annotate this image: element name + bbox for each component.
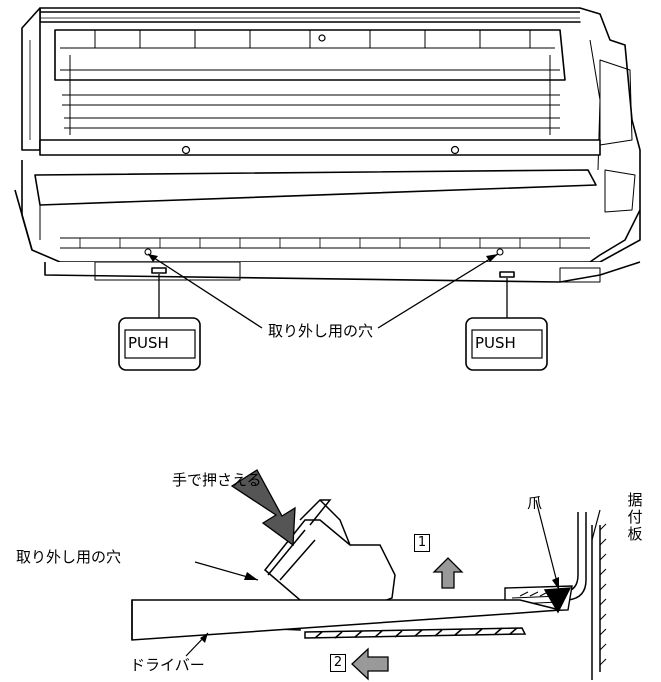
removal-hole-label-top: 取り外し用の穴 xyxy=(268,322,374,340)
removal-hole-label-bottom: 取り外し用の穴 xyxy=(16,548,122,566)
plate-char-1: 据 xyxy=(627,491,643,509)
air-conditioner-unit xyxy=(14,7,641,283)
bottom-frame xyxy=(304,627,527,639)
wall-hatch xyxy=(599,523,607,666)
top-leader-lines xyxy=(147,253,508,329)
claw-label: 爪 xyxy=(527,494,543,512)
mounting-plate-label: 据 付 板 xyxy=(627,492,643,543)
top-arrowheads xyxy=(148,254,498,262)
push-label-left: PUSH xyxy=(128,334,169,352)
step-1-badge: 1 xyxy=(414,534,430,552)
screwdriver-label: ドライバー xyxy=(130,656,205,674)
screwdriver xyxy=(131,599,561,641)
press-arrow xyxy=(230,469,296,547)
plate-char-2: 付 xyxy=(627,508,643,526)
plate-char-3: 板 xyxy=(627,525,643,543)
up-arrow-1 xyxy=(432,557,464,589)
push-callout-boxes xyxy=(118,317,548,371)
push-label-right: PUSH xyxy=(475,334,516,352)
left-arrow-2 xyxy=(351,647,389,681)
bottom-arrowheads xyxy=(200,572,559,643)
press-by-hand-label: 手で押さえる xyxy=(172,471,262,489)
step-2-badge: 2 xyxy=(330,654,346,672)
